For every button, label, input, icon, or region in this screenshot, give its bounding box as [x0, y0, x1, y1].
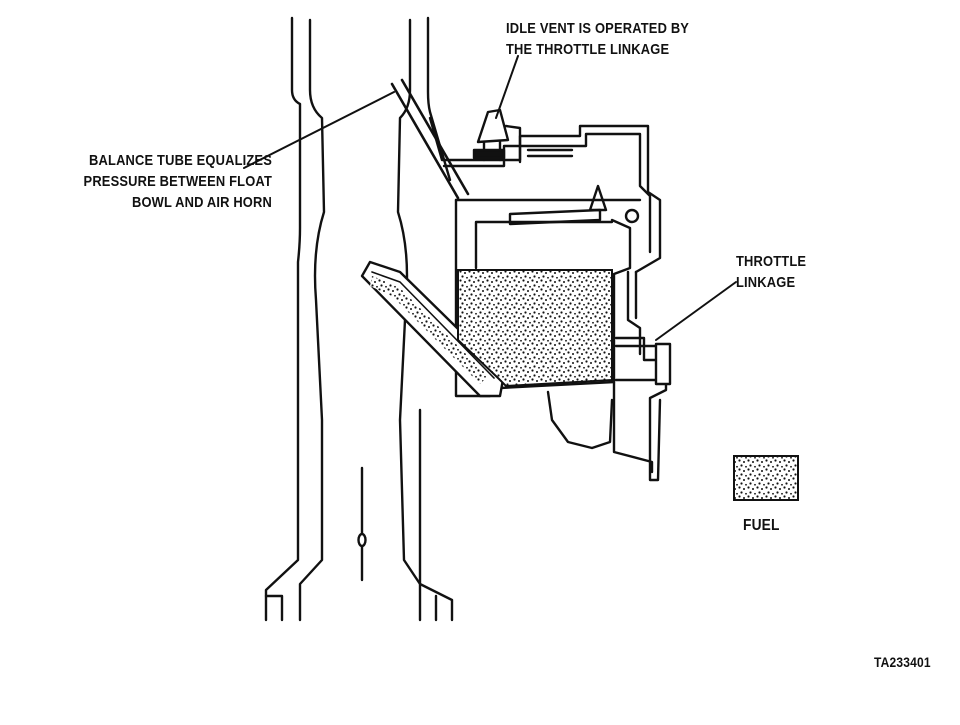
- idle-vent-arm: [504, 124, 522, 164]
- needle-valve: [588, 184, 608, 212]
- throttle-linkage-label: THROTTLE LINKAGE: [736, 253, 807, 291]
- idle-vent-leader: [495, 55, 519, 119]
- bowl-cover-outline: [428, 116, 662, 274]
- throttle-linkage-rod: [626, 270, 642, 356]
- fuel-in-bowl: [457, 269, 613, 388]
- air-horn-right-wall: [426, 16, 452, 182]
- throttle-linkage-shaft: [614, 344, 660, 382]
- idle-vent-cap: [476, 108, 510, 144]
- discharge-nozzle-inner: [371, 271, 495, 379]
- balance-tube-label: BALANCE TUBE EQUALIZES PRESSURE BETWEEN …: [83, 152, 272, 211]
- idle-vent-seat: [472, 148, 506, 160]
- figure-number: TA233401: [874, 654, 931, 670]
- air-horn-inner-left: [298, 18, 326, 622]
- fuel-legend-swatch: [733, 455, 799, 501]
- body-right-wall: [418, 408, 454, 622]
- throttle-linkage-leader: [655, 281, 737, 341]
- vent-passage: [526, 148, 574, 158]
- fuel-in-nozzle: [370, 276, 488, 384]
- casting-right: [612, 380, 654, 474]
- idle-vent-label: IDLE VENT IS OPERATED BY THE THROTTLE LI…: [506, 20, 690, 58]
- casting-bottom: [546, 390, 614, 450]
- throttle-linkage-collar: [654, 342, 672, 386]
- bowl-partition: [474, 220, 614, 270]
- body-base-left: [264, 594, 284, 622]
- balance-tube-a: [390, 82, 460, 200]
- needle-arm: [508, 208, 602, 226]
- air-horn-left-wall: [264, 16, 302, 622]
- bowl-cover-inner: [442, 132, 652, 254]
- float-pivot: [624, 208, 640, 224]
- fuel-legend-label: FUEL: [743, 517, 780, 534]
- balance-tube-leader: [243, 91, 395, 169]
- bowl-right-wall: [498, 218, 632, 390]
- throttle-shaft-pivot: [357, 532, 367, 548]
